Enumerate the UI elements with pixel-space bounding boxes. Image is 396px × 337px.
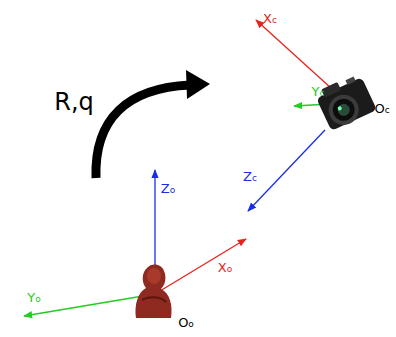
camera-icon (314, 72, 377, 132)
axis-label: Xc (263, 12, 277, 25)
transform-arrowhead (186, 70, 210, 99)
axis-label: Yc (312, 85, 325, 98)
origin-label: Oc (374, 102, 389, 115)
axis-label: Zc (243, 170, 257, 183)
camera-x-axis (256, 20, 342, 98)
transform-label: R,q (54, 90, 94, 114)
camera-z-axis (248, 130, 325, 211)
origin-label: Oo (178, 316, 194, 329)
object-y-axis (24, 294, 155, 316)
object-x-axis (155, 239, 246, 294)
transform-arrow (96, 85, 190, 178)
axis-label: Zo (161, 182, 175, 195)
axis-label: Yo (27, 291, 40, 304)
statue-figure (135, 264, 171, 318)
axis-label: Xo (218, 261, 232, 274)
